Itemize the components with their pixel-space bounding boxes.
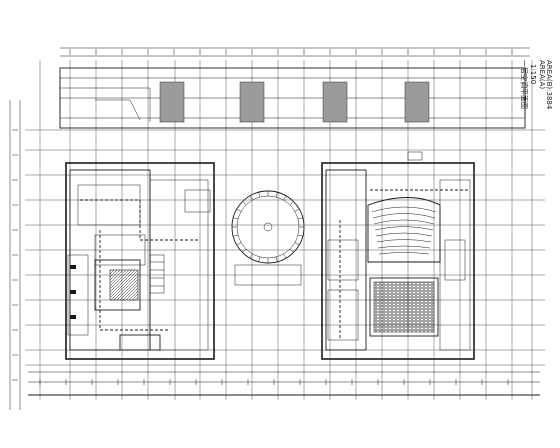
left-building (65, 162, 215, 360)
dimension-top (60, 47, 530, 57)
area-value: AREA(B):3884 (545, 60, 553, 110)
top-canopy (59, 67, 526, 129)
dimension-bottom (28, 371, 540, 396)
area-label: AREA(A) (538, 60, 546, 89)
circular-atrium (231, 190, 305, 286)
drawing-title: 一层空调平面图 (520, 60, 529, 109)
drawing-scale: 1:150 (529, 64, 537, 84)
dimension-left (9, 100, 21, 410)
title-block: 一层空调平面图 1:150 AREA(A) AREA(B):3884 (520, 60, 553, 110)
right-building (321, 151, 475, 360)
grid-lines-vertical (39, 60, 533, 400)
